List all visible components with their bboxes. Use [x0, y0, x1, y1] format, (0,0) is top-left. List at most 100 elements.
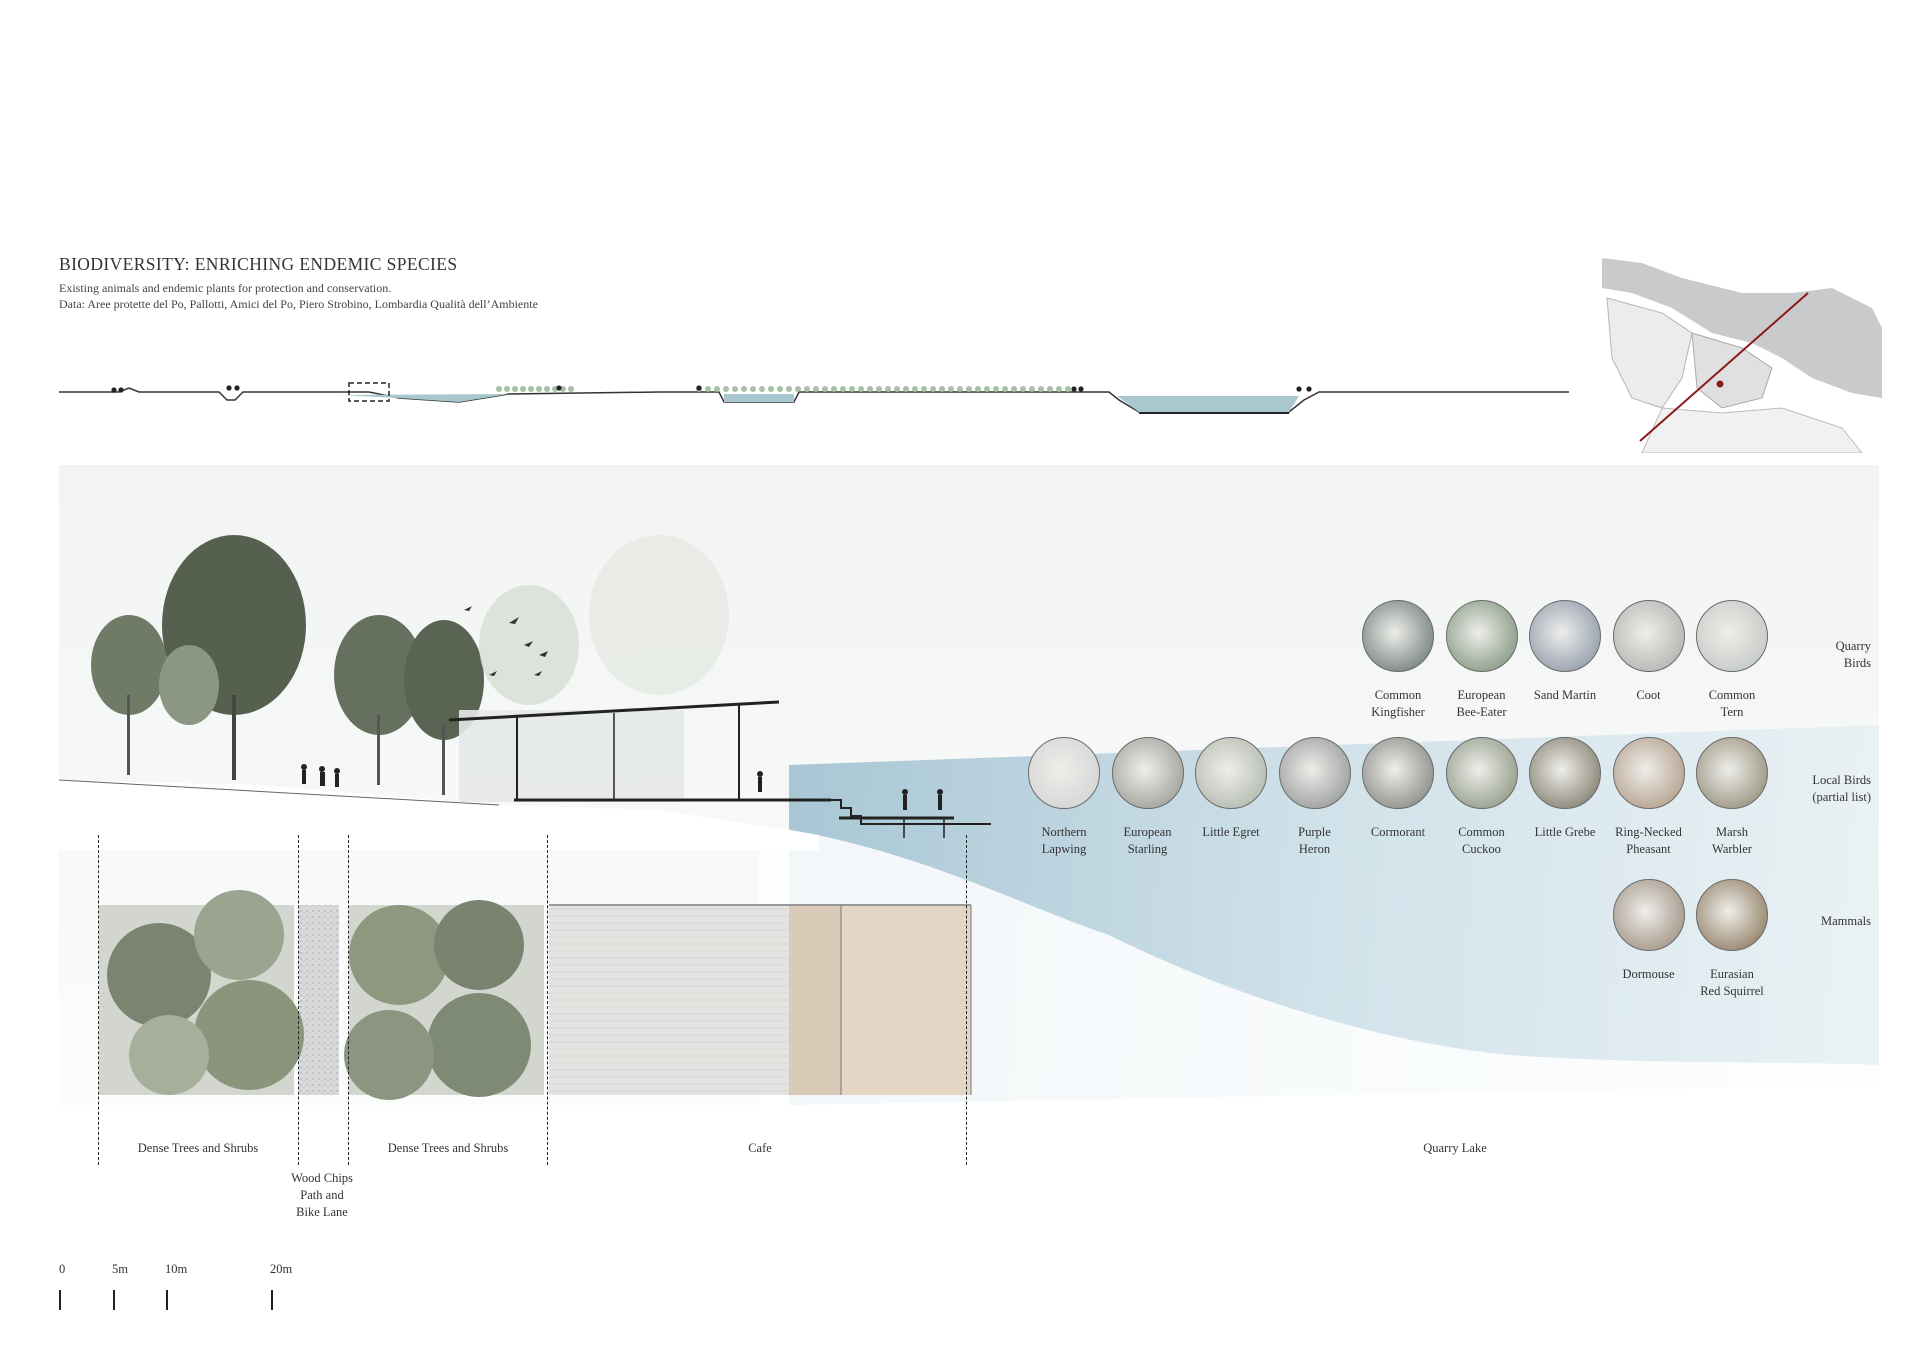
zone-label-dense-trees-2: Dense Trees and Shrubs — [387, 1141, 509, 1155]
section-tree — [1020, 386, 1026, 392]
lapwing-photo — [1028, 737, 1100, 809]
coot-photo — [1612, 600, 1685, 672]
flying-birds — [464, 606, 548, 676]
section-tree — [234, 385, 240, 391]
section-tree — [528, 386, 534, 392]
cormorant-photo — [1362, 737, 1434, 809]
section-tree — [1047, 386, 1053, 392]
scale-label: 5m — [112, 1262, 128, 1276]
long-section — [59, 382, 1569, 414]
section-tree — [696, 385, 702, 391]
section-tree — [948, 386, 954, 392]
section-tree — [536, 386, 542, 392]
section-tree — [876, 386, 882, 392]
section-tree — [556, 385, 562, 391]
section-tree — [741, 386, 747, 392]
section-tree — [1078, 386, 1084, 392]
section-tree — [831, 386, 837, 392]
section-tree — [786, 386, 792, 392]
section-tree — [957, 386, 963, 392]
kingfisher-photo — [1362, 600, 1434, 672]
section-tree — [894, 386, 900, 392]
section-tree — [849, 386, 855, 392]
zone-divider — [298, 835, 299, 1165]
section-tree — [750, 386, 756, 392]
scale-label: 10m — [165, 1262, 188, 1276]
section-tree — [912, 386, 918, 392]
section-tree — [544, 386, 550, 392]
data-source: Data: Aree protette del Po, Pallotti, Am… — [59, 297, 538, 311]
key-map — [1602, 258, 1882, 453]
page-subtitle: Existing animals and endemic plants for … — [59, 281, 392, 295]
species-name: Little Grebe — [1534, 825, 1596, 839]
starling-photo — [1111, 737, 1184, 809]
section-tree — [777, 386, 783, 392]
tern-photo — [1696, 600, 1768, 672]
section-tree — [714, 386, 720, 392]
section-tree — [504, 386, 510, 392]
heron-photo — [1278, 737, 1351, 809]
people — [301, 764, 943, 810]
section-tree — [1056, 386, 1062, 392]
section-tree — [939, 386, 945, 392]
species-name: Little Egret — [1202, 825, 1260, 839]
grebe-photo — [1529, 737, 1601, 809]
species-name: Coot — [1636, 688, 1661, 702]
zone-label-quarry-lake: Quarry Lake — [1423, 1141, 1487, 1155]
species-group-label: Local Birds(partial list) — [1812, 773, 1871, 804]
section-tree — [732, 386, 738, 392]
scale-label: 20m — [270, 1262, 293, 1276]
section-tree — [1029, 386, 1035, 392]
section-tree — [111, 387, 117, 393]
zone-label-wood-chips: Wood Chips Path and Bike Lane — [291, 1171, 353, 1219]
section-tree — [975, 386, 981, 392]
section-tree — [921, 386, 927, 392]
section-tree — [1065, 386, 1071, 392]
scale-tick — [113, 1290, 115, 1310]
section-tree — [1038, 386, 1044, 392]
section-tree — [903, 386, 909, 392]
species-name: Dormouse — [1622, 967, 1675, 981]
section-tree — [858, 386, 864, 392]
sand-martin-photo — [1529, 600, 1601, 672]
zone-label-cafe: Cafe — [748, 1141, 772, 1155]
scale-tick — [59, 1290, 61, 1310]
plan-trees — [107, 890, 531, 1100]
section-tree — [768, 386, 774, 392]
section-tree — [512, 386, 518, 392]
zone-divider — [547, 835, 548, 1165]
site-section-plan — [59, 465, 1879, 1105]
section-tree — [705, 386, 711, 392]
warbler-photo — [1696, 737, 1768, 809]
scale-tick — [166, 1290, 168, 1310]
section-tree — [520, 386, 526, 392]
mini-trees — [111, 385, 1312, 393]
section-tree — [966, 386, 972, 392]
section-tree — [1002, 386, 1008, 392]
zone-label-dense-trees-1: Dense Trees and Shrubs — [137, 1141, 259, 1155]
section-tree — [1306, 386, 1312, 392]
section-tree — [993, 386, 999, 392]
section-tree — [804, 386, 810, 392]
section-tree — [840, 386, 846, 392]
pheasant-photo — [1612, 737, 1685, 809]
section-tree — [1011, 386, 1017, 392]
egret-photo — [1195, 737, 1267, 809]
section-tree — [795, 386, 801, 392]
section-tree — [568, 386, 574, 392]
section-tree — [984, 386, 990, 392]
section-tree — [1296, 386, 1302, 392]
section-tree — [930, 386, 936, 392]
cafe-roof-plan — [549, 905, 789, 1095]
bee-eater-photo — [1445, 600, 1518, 672]
zone-divider — [966, 835, 967, 1165]
